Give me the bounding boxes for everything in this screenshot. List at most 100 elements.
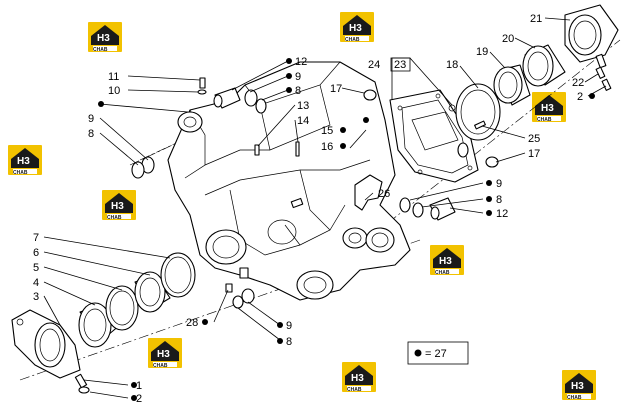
callout-1: 1 <box>136 380 142 392</box>
plug-17-right <box>485 156 499 168</box>
callout-26: 26 <box>378 188 390 200</box>
svg-text:H3: H3 <box>571 381 584 392</box>
callout-6: 6 <box>33 247 39 259</box>
ring-5 <box>105 285 139 331</box>
seal-9-right <box>399 197 411 213</box>
bolt-2-right <box>601 78 612 91</box>
seal-9-lower <box>241 288 255 304</box>
callout-22: 22 <box>572 77 584 89</box>
legend-label: = 27 <box>425 348 447 360</box>
callout-15: 15 <box>321 125 333 137</box>
callout-9: 9 <box>286 320 292 332</box>
fitting-13 <box>254 144 260 156</box>
callout-9: 9 <box>295 71 301 83</box>
callout-18: 18 <box>446 59 458 71</box>
callout-28: 28 <box>186 317 198 329</box>
svg-text:CHAB: CHAB <box>537 117 552 123</box>
bolt-1 <box>74 373 88 389</box>
clamp-3 <box>11 309 81 379</box>
legend-box: = 27 <box>407 341 469 365</box>
bushing-20 <box>522 44 566 87</box>
callout-21: 21 <box>530 13 542 25</box>
svg-text:H3: H3 <box>351 373 364 384</box>
seal-9-upper <box>244 89 258 107</box>
callout-8: 8 <box>295 85 301 97</box>
svg-text:CHAB: CHAB <box>107 215 122 221</box>
callout-24: 24 <box>368 59 380 71</box>
callout-12: 12 <box>295 56 307 68</box>
ring-8-upper <box>255 98 267 114</box>
ring-18 <box>455 83 501 141</box>
callout-14: 14 <box>297 115 309 127</box>
svg-text:H3: H3 <box>157 349 170 360</box>
svg-text:H3: H3 <box>439 256 452 267</box>
pin-12-right <box>429 197 456 221</box>
callout-25: 25 <box>528 133 540 145</box>
bolt-22 <box>595 66 606 79</box>
bearing-6 <box>134 271 171 313</box>
legend-dot-icon <box>414 349 422 357</box>
svg-text:H3: H3 <box>349 23 362 34</box>
callout-11: 11 <box>108 71 119 83</box>
callout-8: 8 <box>88 128 94 140</box>
svg-text:H3: H3 <box>17 156 30 167</box>
leader-lines <box>43 17 607 399</box>
ring-7 <box>160 252 196 298</box>
callout-23: 23 <box>394 59 406 71</box>
svg-text:CHAB: CHAB <box>93 47 108 53</box>
screw-14 <box>295 141 300 157</box>
pin-12-upper <box>213 87 241 109</box>
callout-13: 13 <box>297 100 309 112</box>
callout-10: 10 <box>108 85 120 97</box>
callout-16: 16 <box>321 141 333 153</box>
svg-text:H3: H3 <box>97 33 110 44</box>
fitting-28 <box>225 283 233 293</box>
callout-8: 8 <box>286 336 292 348</box>
svg-text:CHAB: CHAB <box>567 395 582 401</box>
washer-2-left <box>78 386 90 394</box>
callout-5: 5 <box>33 262 39 274</box>
callout-8: 8 <box>496 194 502 206</box>
svg-text:CHAB: CHAB <box>435 270 450 276</box>
svg-text:CHAB: CHAB <box>13 170 28 176</box>
bolt-25 <box>474 120 486 130</box>
callout-9: 9 <box>496 178 502 190</box>
bearing-19 <box>493 64 531 106</box>
callout-2: 2 <box>577 91 583 103</box>
callout-19: 19 <box>476 46 488 58</box>
plug-17-left <box>363 89 377 101</box>
callout-20: 20 <box>502 33 514 45</box>
callout-4: 4 <box>33 277 39 289</box>
callout-3: 3 <box>33 291 39 303</box>
callout-2: 2 <box>136 393 142 405</box>
bolt-11 <box>197 77 207 95</box>
svg-text:H3: H3 <box>111 201 124 212</box>
svg-text:H3: H3 <box>541 103 554 114</box>
svg-text:CHAB: CHAB <box>153 363 168 369</box>
ring-8-lower <box>232 295 244 309</box>
axle-housing <box>167 61 411 301</box>
callout-12: 12 <box>496 208 508 220</box>
callout-labels: 1 2 3 4 5 6 7 8 9 10 11 12 9 8 13 14 15 … <box>33 13 584 405</box>
callout-7: 7 <box>33 232 39 244</box>
ring-8-left <box>131 161 145 179</box>
bracket-26 <box>354 174 383 211</box>
callout-9: 9 <box>88 113 94 125</box>
svg-text:CHAB: CHAB <box>347 387 362 393</box>
callout-17: 17 <box>330 83 342 95</box>
clamp-21 <box>564 4 619 69</box>
callout-dots <box>98 58 595 401</box>
callout-17: 17 <box>528 148 540 160</box>
ring-8-right <box>412 202 424 218</box>
svg-text:CHAB: CHAB <box>345 37 360 43</box>
